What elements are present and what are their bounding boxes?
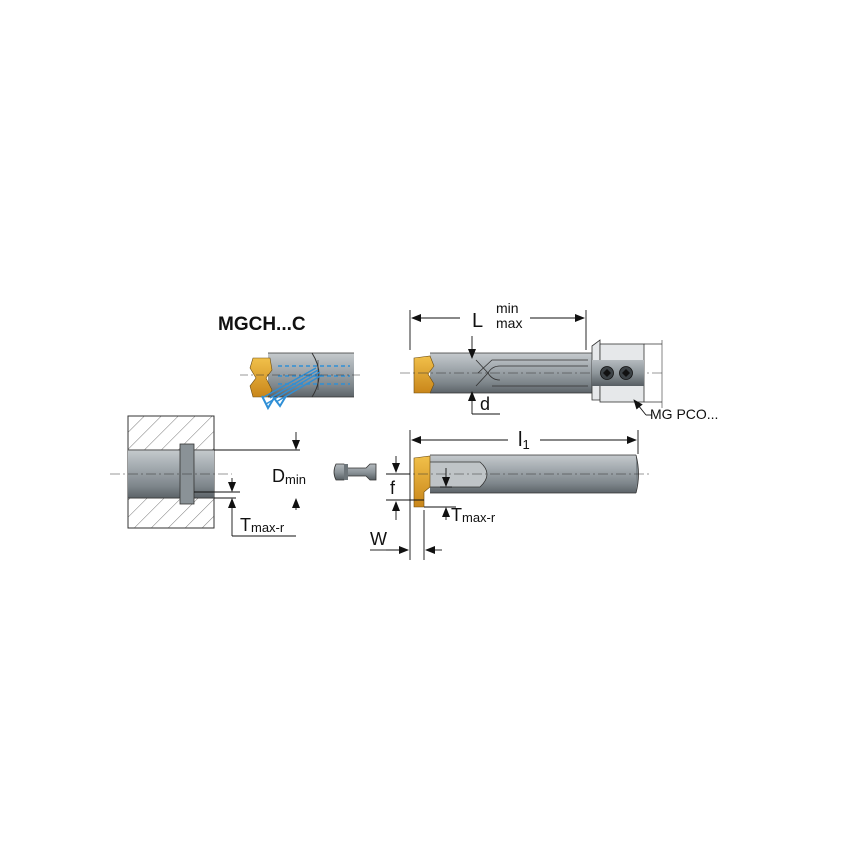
dimension-l1	[409, 430, 639, 560]
holder-leader	[633, 399, 652, 416]
label-l1: l1	[518, 429, 530, 452]
label-L-max: max	[496, 315, 522, 331]
label-tmax-left: Tmax-r	[240, 515, 285, 535]
diagram-title: MGCH...C	[218, 314, 306, 335]
bar-tool-bottom	[400, 454, 650, 508]
dimension-d	[468, 336, 500, 415]
label-L-min: min	[496, 300, 519, 316]
label-tmax-right: Tmax-r	[451, 505, 496, 525]
label-holder: MG PCO...	[650, 406, 718, 422]
bottom-insert	[413, 455, 431, 508]
label-L: L	[472, 310, 483, 332]
label-f: f	[390, 478, 396, 498]
label-dmin: Dmin	[272, 466, 306, 487]
holder-mg-pco	[591, 339, 663, 408]
dimension-tmax-left	[194, 478, 296, 537]
dimension-w	[370, 510, 442, 560]
label-d: d	[480, 394, 490, 414]
workpiece-section	[110, 415, 232, 529]
top-insert	[413, 355, 435, 394]
dimension-dmin	[214, 432, 300, 510]
small-insert	[333, 463, 377, 481]
mgch-insert	[249, 357, 273, 398]
dimension-f	[386, 456, 424, 520]
label-w: W	[370, 529, 387, 549]
dimension-tmax-right	[424, 468, 456, 520]
mgch-tool	[240, 352, 360, 411]
dimension-L	[409, 310, 587, 350]
